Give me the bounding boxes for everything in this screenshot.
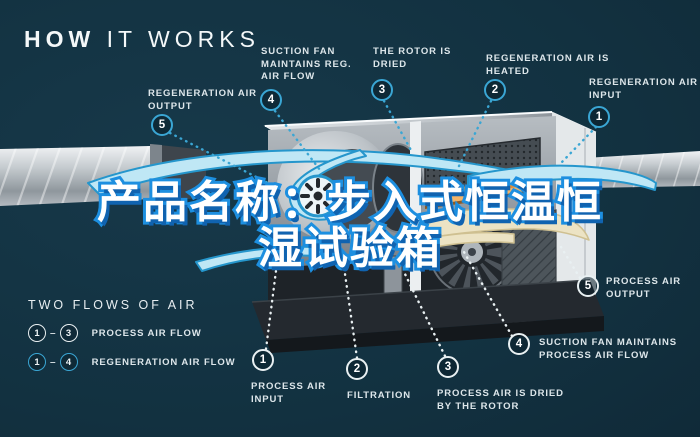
regeneration-leader-lines [168,99,598,185]
callout-label: REGENERATION AIR INPUT [589,77,698,101]
callout-label: REGENERATION AIR OUTPUT [148,88,257,112]
callout-badge[interactable]: 1 [252,349,274,371]
callout-badge[interactable]: 1 [588,106,610,128]
callout-badge[interactable]: 3 [371,79,393,101]
legend-row-process-air-flow: 1 – 3 PROCESS AIR FLOW [28,323,236,343]
process-air-output-swoosh [419,208,590,250]
callout-label: REGENERATION AIR IS HEATED [486,53,610,77]
callout-badge[interactable]: 5 [577,275,599,297]
callout-label: PROCESS AIR IS DRIED BY THE ROTOR [437,388,564,412]
legend-range-dash: – [50,356,56,368]
page-title: HOW IT WORKS [24,26,260,53]
legend: TWO FLOWS OF AIR 1 – 3 PROCESS AIR FLOW … [28,298,236,381]
callout-label: THE ROTOR IS DRIED [373,46,452,70]
regeneration-air-flow-swoosh [87,149,657,272]
legend-label: REGENERATION AIR FLOW [91,356,236,368]
callout-badge[interactable]: 3 [437,356,459,378]
callout-badge[interactable]: 4 [260,89,282,111]
title-emphasis: HOW [24,26,96,52]
callout-badge[interactable]: 2 [484,79,506,101]
legend-label: PROCESS AIR FLOW [91,327,202,339]
title-rest: IT WORKS [106,26,260,52]
fan-icon [296,174,340,218]
process-leader-lines [264,245,582,360]
legend-badge-end: 4 [59,353,78,371]
callout-badge[interactable]: 5 [151,114,173,136]
legend-heading: TWO FLOWS OF AIR [28,298,198,312]
legend-range-dash: – [50,327,56,339]
left-spiral-duct [0,144,206,206]
callout-label: SUCTION FAN MAINTAINS REG. AIR FLOW [261,46,352,83]
legend-row-regeneration-air-flow: 1 – 4 REGENERATION AIR FLOW [28,352,236,372]
callout-label: SUCTION FAN MAINTAINS PROCESS AIR FLOW [539,337,677,361]
callout-label: PROCESS AIR OUTPUT [606,276,682,300]
callout-label: PROCESS AIR INPUT [251,381,327,405]
legend-badge-end: 3 [59,324,78,342]
legend-badge-start: 1 [28,353,46,371]
callout-badge[interactable]: 4 [508,333,530,355]
callout-badge[interactable]: 2 [346,358,368,380]
legend-badge-start: 1 [28,324,46,342]
callout-label: FILTRATION [347,390,412,401]
